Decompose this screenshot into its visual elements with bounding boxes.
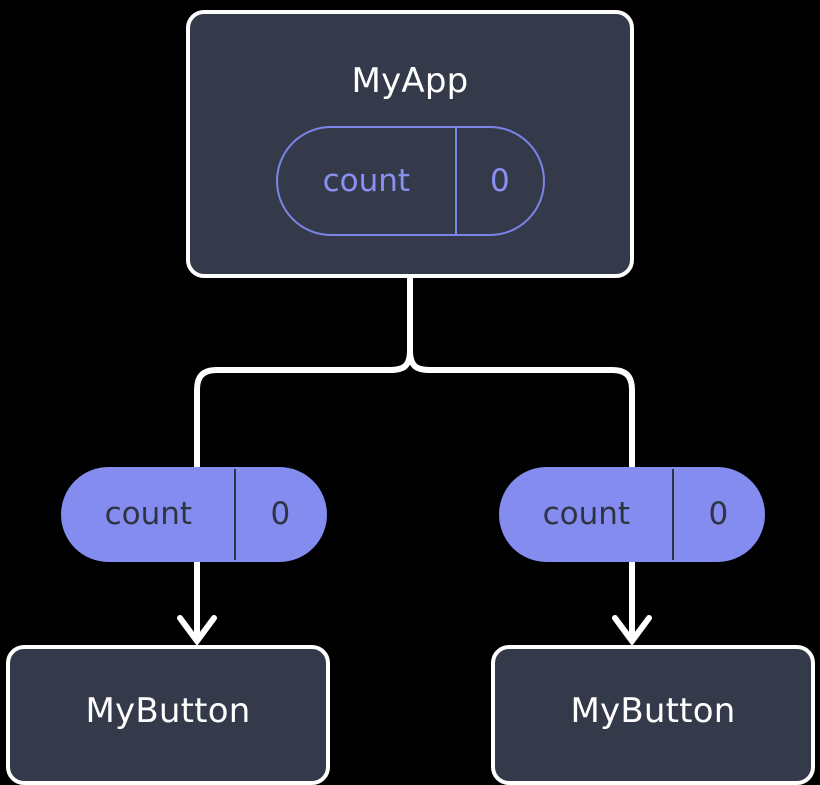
connector-root-to-bus <box>194 273 413 470</box>
prop-pill-left-value: 0 <box>233 469 325 560</box>
arrow-left-head <box>177 615 217 647</box>
connector-root-to-bus-right <box>407 273 635 470</box>
arrow-right-head <box>612 615 652 647</box>
prop-pill-right-key: count <box>542 496 631 532</box>
state-pill-root[interactable]: count 0 <box>276 126 545 236</box>
state-pill-root-key: count <box>322 162 411 199</box>
component-label-mybutton-left: MyButton <box>85 691 251 731</box>
prop-pill-right-value: 0 <box>671 469 763 560</box>
prop-pill-right[interactable]: count 0 <box>499 467 765 562</box>
component-label-myapp: MyApp <box>351 61 469 101</box>
component-label-mybutton-right: MyButton <box>570 691 736 731</box>
component-node-mybutton-left[interactable]: MyButton <box>6 645 330 785</box>
prop-pill-left-key: count <box>104 496 193 532</box>
state-pill-root-value: 0 <box>454 128 543 234</box>
component-node-mybutton-right[interactable]: MyButton <box>491 645 815 785</box>
prop-pill-left[interactable]: count 0 <box>61 467 327 562</box>
